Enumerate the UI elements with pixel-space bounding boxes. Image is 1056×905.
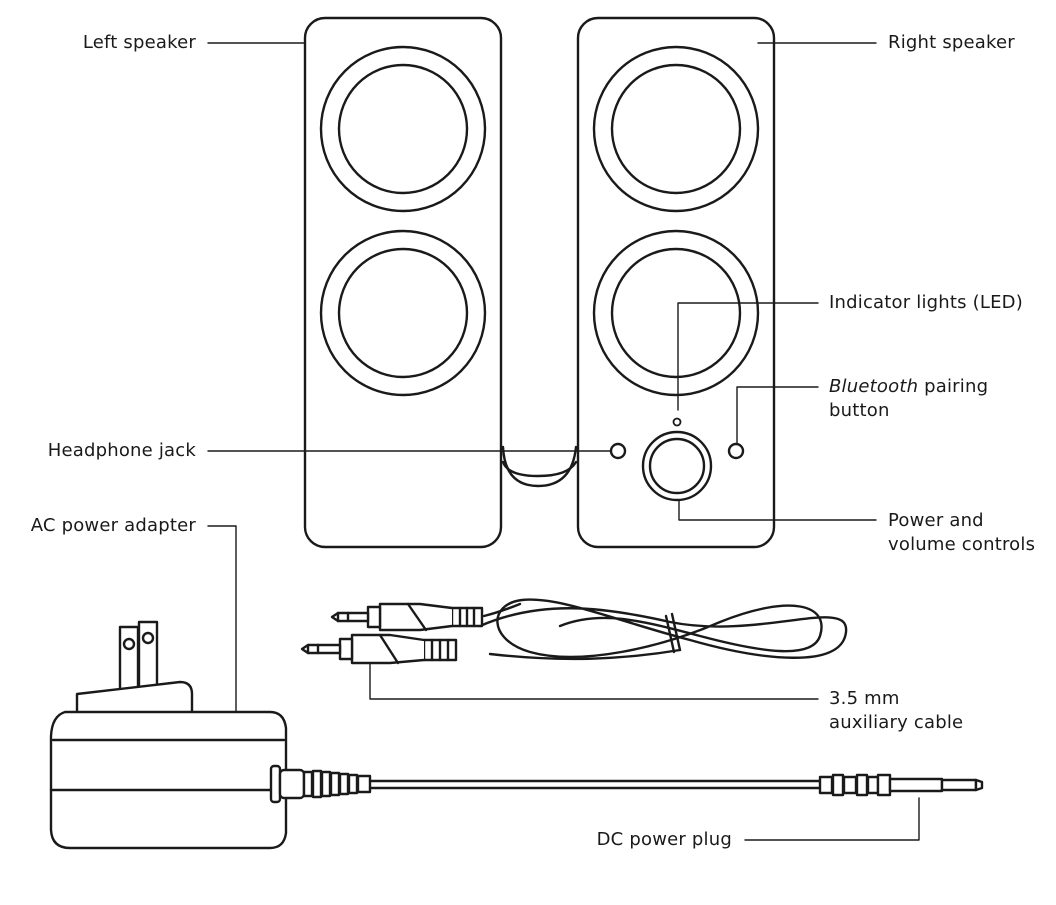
label-left-speaker: Left speaker xyxy=(82,32,196,53)
label-ac-power-adapter: AC power adapter xyxy=(30,515,196,536)
label-bluetooth-word: Bluetooth xyxy=(829,376,919,397)
dc-cable xyxy=(269,764,822,804)
ac-adapter xyxy=(49,620,288,850)
dc-power-plug xyxy=(818,773,984,797)
bluetooth-pairing-button[interactable] xyxy=(727,442,745,460)
label-pairing-text: pairing xyxy=(918,376,989,397)
label-headphone-jack: Headphone jack xyxy=(47,440,196,461)
label-pairing-button: button xyxy=(829,400,890,421)
label-indicator-lights: Indicator lights (LED) xyxy=(829,292,1023,313)
label-aux-cable-1: 3.5 mm xyxy=(829,688,900,709)
headphone-jack-icon[interactable] xyxy=(609,442,627,460)
speaker-link-cable xyxy=(501,445,578,488)
label-power-volume-2: volume controls xyxy=(888,534,1036,555)
indicator-led-icon xyxy=(672,417,682,427)
label-bluetooth-pairing: Bluetooth pairing xyxy=(829,375,988,399)
left-speaker xyxy=(303,16,503,549)
label-aux-cable-2: auxiliary cable xyxy=(829,712,964,733)
label-right-speaker: Right speaker xyxy=(888,32,1015,53)
power-volume-knob[interactable] xyxy=(641,430,713,502)
leader-lines xyxy=(207,42,920,841)
aux-cable xyxy=(300,598,848,665)
right-speaker xyxy=(576,16,776,549)
label-power-volume-1: Power and xyxy=(888,510,984,531)
label-dc-power-plug: DC power plug xyxy=(596,829,732,850)
